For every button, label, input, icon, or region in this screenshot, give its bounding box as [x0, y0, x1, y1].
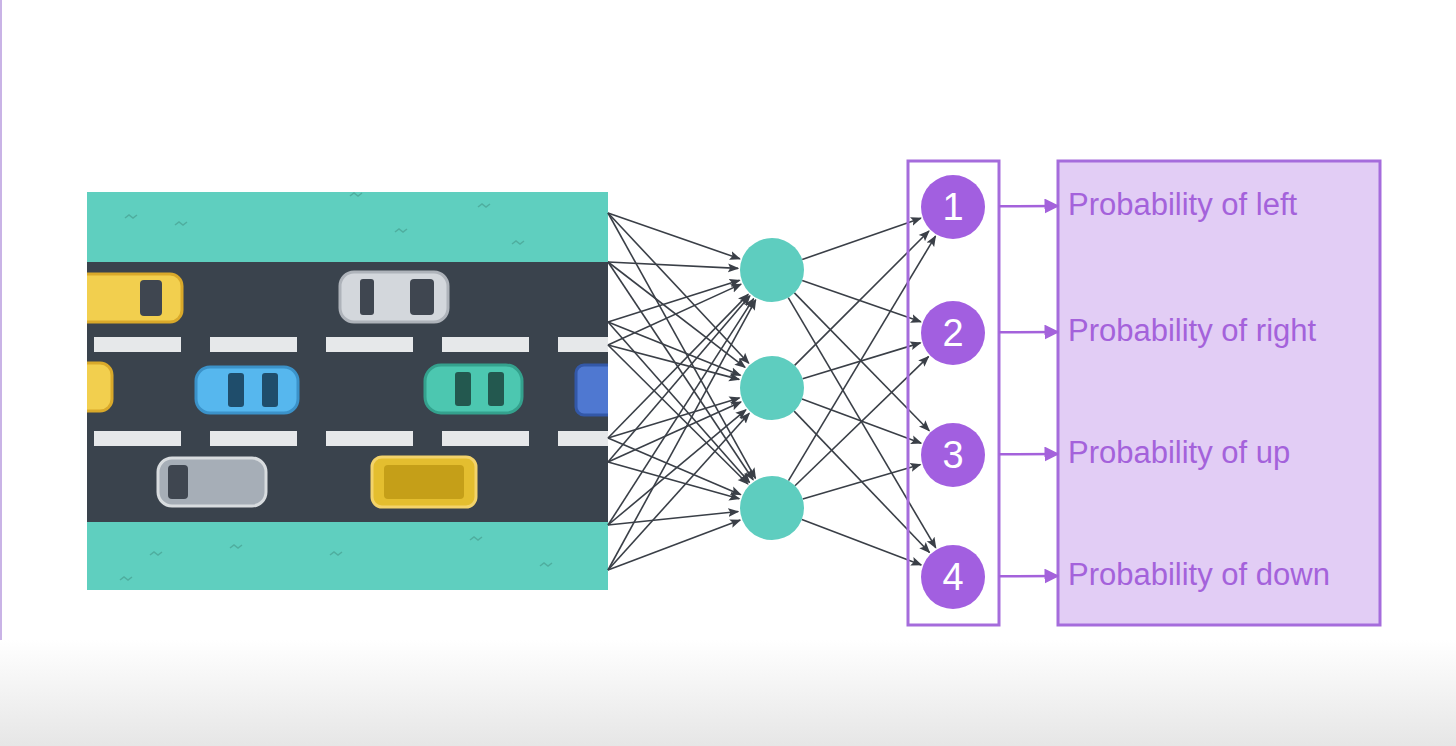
frame-edge — [0, 0, 2, 746]
output-neuron: 2 — [921, 301, 985, 365]
hidden-layer — [740, 238, 804, 540]
neuron-fill — [921, 175, 985, 239]
probability-text: Probability of left — [1068, 187, 1297, 222]
input-arrow — [608, 520, 740, 570]
output-label: Probability of right — [1064, 311, 1321, 351]
input-arrow — [608, 438, 741, 495]
hidden-arrow — [802, 218, 921, 259]
hidden-arrow — [788, 298, 935, 548]
input-connections — [608, 213, 756, 570]
hidden-neuron — [740, 238, 804, 302]
neuron-number: 3 — [942, 436, 963, 474]
input-arrow — [608, 512, 738, 525]
hidden-arrow — [803, 465, 921, 499]
input-arrow — [608, 284, 741, 345]
input-arrow — [608, 322, 750, 482]
input-arrow — [608, 299, 754, 525]
output-label: Probability of up — [1064, 433, 1295, 473]
neuron-number: 2 — [942, 314, 963, 352]
output-arrow — [999, 331, 1058, 334]
output-arrow — [999, 575, 1058, 578]
probability-text: Probability of up — [1068, 435, 1290, 470]
output-arrow — [999, 205, 1058, 208]
probability-panel — [1058, 161, 1380, 625]
hidden-connections — [788, 218, 935, 565]
input-arrow — [608, 402, 741, 462]
input-arrow — [608, 262, 745, 367]
hidden-arrow — [788, 236, 935, 480]
output-neuron: 3 — [921, 423, 985, 487]
probability-text: Probability of right — [1068, 313, 1316, 348]
grass — [87, 192, 608, 262]
output-label: Probability of left — [1064, 185, 1302, 225]
neuron-fill — [921, 301, 985, 365]
output-label: Probability of down — [1064, 555, 1334, 595]
output-neuron: 1 — [921, 175, 985, 239]
neuron-fill — [921, 423, 985, 487]
road-picture — [87, 192, 608, 590]
input-arrow — [608, 213, 755, 478]
bottom-shade — [0, 640, 1456, 746]
hidden-neuron — [740, 476, 804, 540]
input-arrow — [608, 213, 740, 259]
input-arrow — [608, 413, 749, 570]
neuron-number: 1 — [942, 188, 963, 226]
grass-tufts — [120, 193, 552, 580]
lane-markings — [94, 337, 608, 446]
probability-text: Probability of down — [1068, 557, 1330, 592]
output-neuron: 4 — [921, 545, 985, 609]
output-layer-frame — [908, 161, 999, 625]
hidden-arrow — [802, 519, 921, 564]
input-arrow — [608, 345, 739, 379]
hidden-neuron — [740, 356, 804, 420]
output-arrow — [999, 453, 1058, 456]
input-arrow — [608, 300, 756, 570]
neuron-number: 4 — [942, 558, 963, 596]
cars — [87, 272, 608, 507]
input-arrow — [608, 410, 746, 525]
hidden-arrow — [802, 281, 921, 322]
grass — [87, 522, 608, 590]
neuron-fill — [921, 545, 985, 609]
input-arrow — [608, 262, 738, 268]
hidden-arrow — [803, 343, 921, 379]
